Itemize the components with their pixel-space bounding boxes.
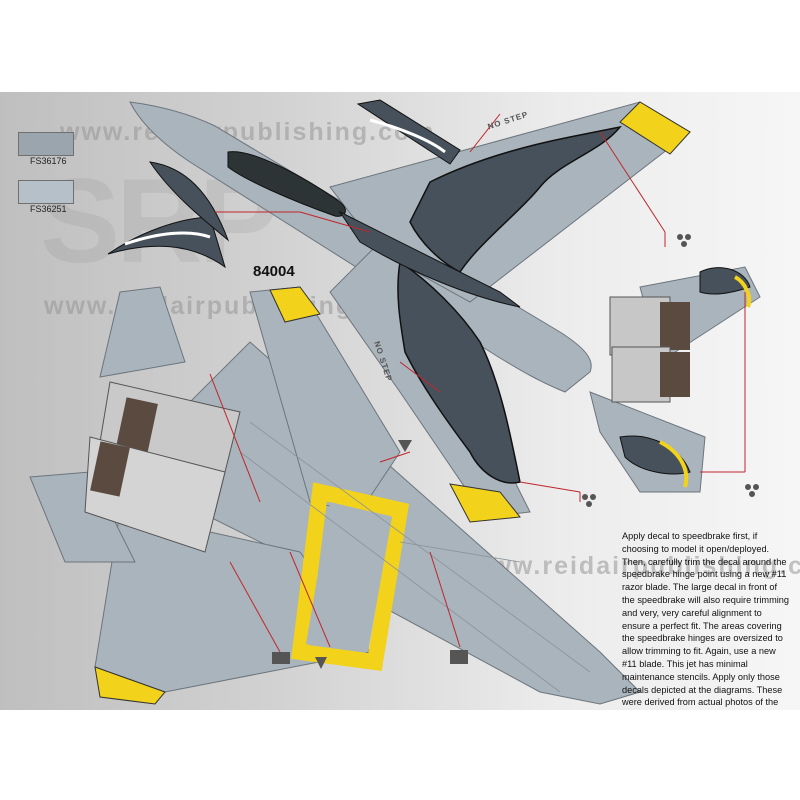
top-view-aircraft	[107, 99, 761, 523]
decal-sheet: www.reidairpublishing.com www.reidairpub…	[0, 92, 800, 710]
swatch-fs36176	[18, 132, 74, 156]
watermark-url-top: www.reidairpublishing.com	[60, 118, 436, 146]
stencil-markers	[272, 234, 759, 669]
bottom-view-aircraft	[29, 286, 641, 705]
aircraft-diagrams	[29, 99, 761, 705]
swatch-label-fs36251: FS36251	[30, 204, 67, 214]
watermark-url-bottom: www.reidairpublishing.com	[470, 552, 800, 580]
swatch-label-fs36176: FS36176	[30, 156, 67, 166]
leader-lines	[209, 113, 746, 653]
aircraft-serial: 84004	[253, 263, 295, 280]
swatch-fs36251	[18, 180, 74, 204]
instructions-text: Apply decal to speedbrake first, if choo…	[622, 531, 789, 708]
application-instructions: Apply decal to speedbrake first, if choo…	[622, 530, 792, 710]
